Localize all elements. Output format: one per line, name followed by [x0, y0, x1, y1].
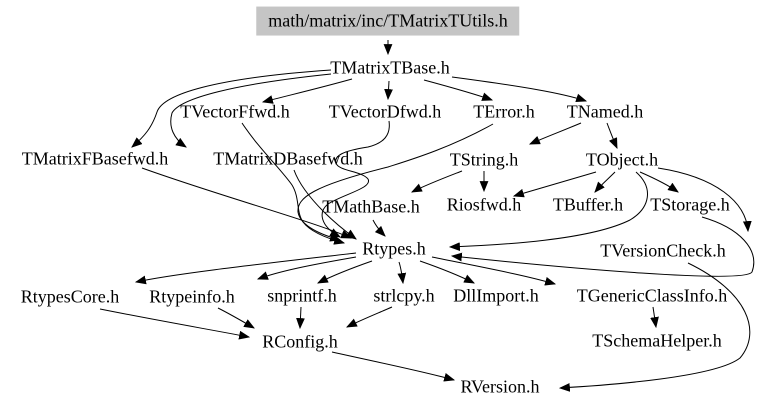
node-rtypeinfo[interactable]: Rtypeinfo.h	[149, 286, 235, 307]
edge-tgeninfo-tschema	[650, 306, 659, 329]
edge-rtypes-strlcpy	[397, 261, 407, 285]
node-tgeninfo[interactable]: TGenericClassInfo.h	[576, 285, 728, 306]
node-tstring[interactable]: TString.h	[449, 149, 519, 170]
node-rtypes[interactable]: Rtypes.h	[362, 238, 426, 259]
edge-rtypes-tgeninfo	[431, 256, 557, 286]
edge-tbase-vecd	[384, 80, 393, 101]
edge-rtypeinfo-rconfig	[217, 307, 255, 329]
edge-tbase-matd	[170, 73, 332, 148]
edge-tstring-tmath	[411, 170, 463, 193]
edge-group	[99, 40, 755, 392]
edge-tobject-rtypes	[448, 171, 648, 252]
node-tbase[interactable]: TMatrixTBase.h	[330, 57, 450, 78]
edge-rtypes-rtypescore	[134, 252, 357, 285]
edge-tobject-riosfwd	[512, 171, 597, 198]
edge-tobject-tbuffer	[594, 171, 616, 193]
node-terror[interactable]: TError.h	[473, 101, 535, 122]
node-riosfwd[interactable]: Riosfwd.h	[446, 194, 522, 215]
edge-terror-rtypes	[297, 123, 494, 242]
edge-tbase-matf	[131, 69, 332, 148]
edge-tstorage-rtypes	[450, 216, 755, 277]
edge-tobject-tvercheck	[657, 167, 752, 233]
edge-vecd-rtypes	[321, 120, 390, 238]
node-rtypescore[interactable]: RtypesCore.h	[20, 286, 120, 307]
edge-tvercheck-rversion	[558, 262, 751, 392]
edge-matf-rtypes	[141, 167, 353, 239]
edge-vecf-rtypes	[241, 122, 346, 245]
edge-snprintf-rconfig	[296, 306, 305, 330]
edge-tbase-terror	[423, 79, 494, 101]
node-rconfig[interactable]: RConfig.h	[262, 331, 338, 352]
node-tnamed[interactable]: TNamed.h	[566, 101, 644, 122]
node-tbuffer[interactable]: TBuffer.h	[552, 194, 624, 215]
edge-rtypes-rtypeinfo	[256, 256, 357, 280]
node-utils[interactable]: math/matrix/inc/TMatrixTUtils.h	[256, 6, 520, 36]
node-tstorage[interactable]: TStorage.h	[650, 194, 730, 215]
edge-rtypes-snprintf	[317, 260, 373, 284]
edge-tmath-rtypes	[372, 219, 386, 237]
node-matd[interactable]: TMatrixDBasefwd.h	[213, 148, 363, 169]
node-dllimport[interactable]: DllImport.h	[453, 285, 539, 306]
edge-tobject-tstorage	[639, 171, 679, 193]
node-tschema[interactable]: TSchemaHelper.h	[592, 330, 722, 351]
edge-tnamed-tobject	[606, 122, 618, 150]
node-strlcpy[interactable]: strlcpy.h	[373, 285, 435, 306]
node-matf[interactable]: TMatrixFBasefwd.h	[21, 148, 169, 169]
edge-matd-rtypes	[293, 169, 357, 240]
edge-strlcpy-rconfig	[346, 306, 393, 328]
node-tobject[interactable]: TObject.h	[585, 149, 659, 170]
node-tvercheck[interactable]: TVersionCheck.h	[600, 240, 726, 261]
edge-rtypes-dllimport	[419, 260, 475, 284]
node-vecd[interactable]: TVectorDfwd.h	[328, 101, 442, 122]
node-vecf[interactable]: TVectorFfwd.h	[180, 101, 290, 122]
edge-tbase-vecf	[261, 78, 353, 104]
edge-rtypescore-rconfig	[99, 308, 251, 340]
edge-rconfig-rversion	[331, 351, 456, 382]
node-tmath[interactable]: TMathBase.h	[322, 196, 420, 217]
edge-tbase-tnamed	[451, 76, 588, 103]
node-snprintf[interactable]: snprintf.h	[267, 285, 337, 306]
node-rversion[interactable]: RVersion.h	[460, 376, 540, 397]
edge-tnamed-tstring	[528, 122, 582, 145]
